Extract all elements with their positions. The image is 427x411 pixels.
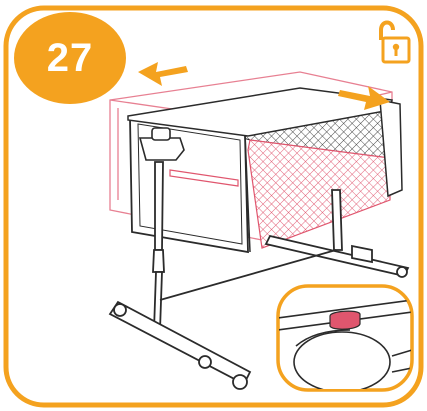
release-button-highlight	[329, 310, 361, 330]
frame-border	[3, 5, 424, 408]
unlocked-padlock-icon	[379, 20, 411, 64]
stand-legs	[108, 161, 410, 390]
detail-magnifier-inset	[276, 284, 414, 392]
bassinet-body	[127, 87, 403, 254]
mesh-side-panel	[247, 139, 391, 249]
height-adjust-handle	[138, 127, 185, 161]
step-badge: 27	[14, 12, 126, 104]
arrow-left-icon	[138, 62, 188, 86]
step-number: 27	[46, 35, 94, 80]
arrow-right-icon	[338, 86, 390, 110]
